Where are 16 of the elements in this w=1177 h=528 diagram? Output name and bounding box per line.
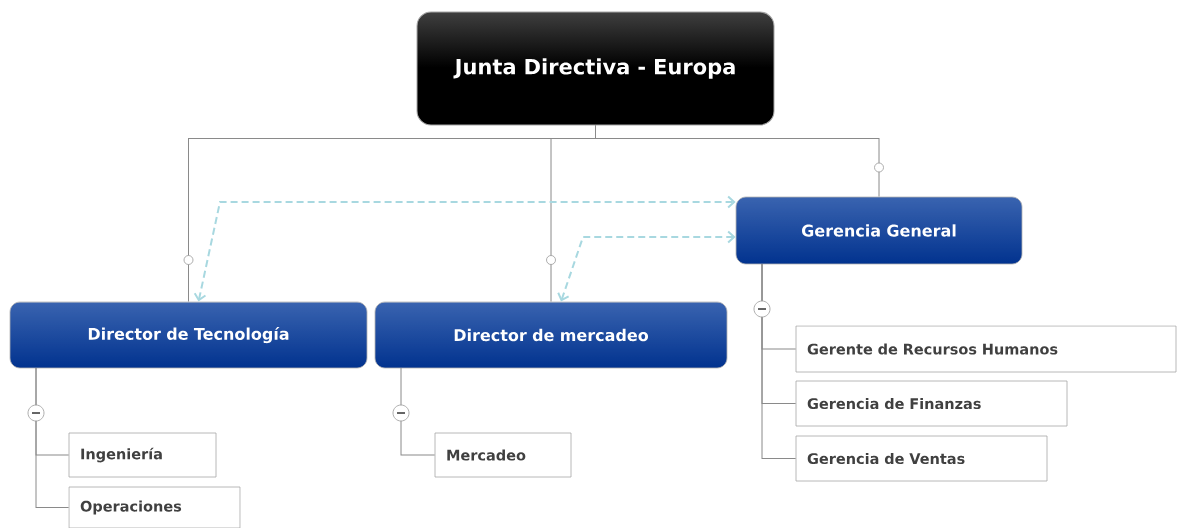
department-box: Gerencia General (735, 196, 1023, 265)
connector (595, 125, 880, 198)
connector (400, 367, 436, 456)
department-box: Director de Tecnología (9, 301, 368, 369)
connector (761, 263, 797, 459)
unit-box: Operaciones (68, 486, 241, 528)
title-box: Junta Directiva - Europa (416, 11, 775, 126)
unit-box: Gerencia de Finanzas (795, 380, 1068, 427)
connector (557, 230, 736, 302)
unit-box: Ingeniería (68, 432, 217, 478)
connector (35, 367, 70, 508)
unit-box: Gerente de Recursos Humanos (795, 325, 1177, 373)
unit-box: Mercadeo (434, 432, 572, 478)
connector (193, 195, 736, 302)
department-box: Director de mercadeo (374, 301, 728, 369)
unit-box: Gerencia de Ventas (795, 435, 1048, 482)
